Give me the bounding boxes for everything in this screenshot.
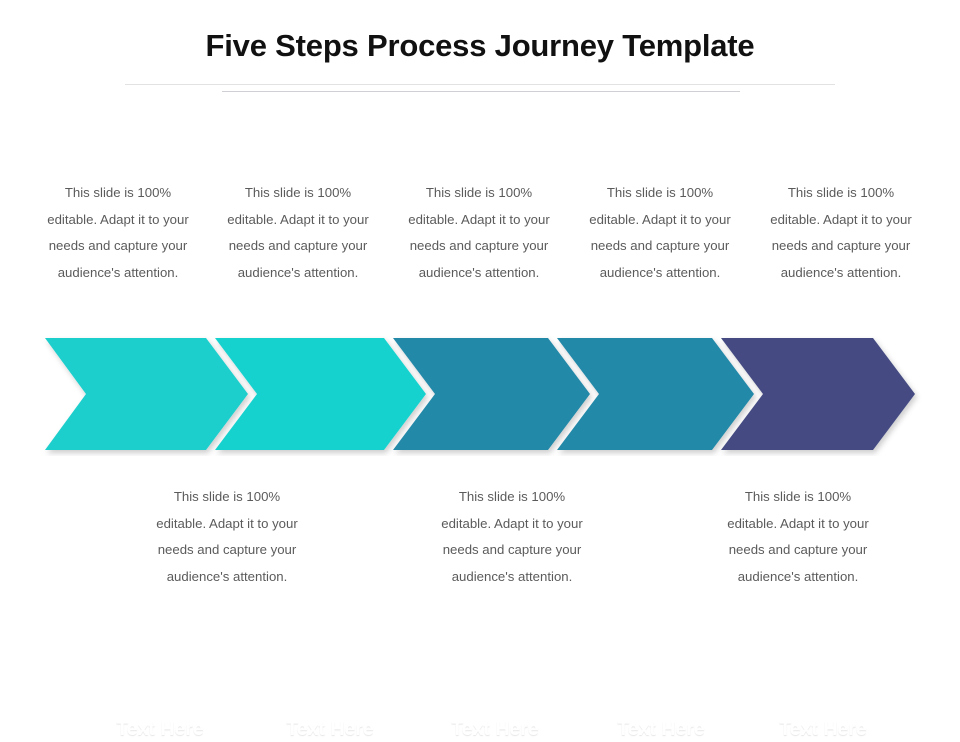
caption-top-1: This slide is 100% editable. Adapt it to…	[47, 185, 189, 280]
chevron-shape-2[interactable]	[215, 338, 426, 450]
title-divider-lower	[222, 91, 740, 92]
caption-top-3: This slide is 100% editable. Adapt it to…	[408, 185, 550, 280]
caption-bottom-1: This slide is 100% editable. Adapt it to…	[156, 489, 298, 584]
caption-top-2: This slide is 100% editable. Adapt it to…	[227, 185, 369, 280]
caption-top-4: This slide is 100% editable. Adapt it to…	[589, 185, 731, 280]
page-title: Five Steps Process Journey Template	[205, 28, 755, 63]
chevron-shape-3[interactable]	[393, 338, 590, 450]
chevron-shape-4[interactable]	[557, 338, 754, 450]
caption-bottom-3: This slide is 100% editable. Adapt it to…	[727, 489, 869, 584]
slide-canvas: Five Steps Process Journey Template This…	[0, 28, 960, 740]
caption-top-5: This slide is 100% editable. Adapt it to…	[770, 185, 912, 280]
title-divider-upper	[125, 84, 835, 85]
caption-bottom-2: This slide is 100% editable. Adapt it to…	[441, 489, 583, 584]
chevron-shape-1[interactable]	[45, 338, 248, 450]
process-chevron-band: Text Here Text Here Text Here Text Here …	[0, 336, 960, 740]
chevron-shape-5[interactable]	[721, 338, 915, 450]
